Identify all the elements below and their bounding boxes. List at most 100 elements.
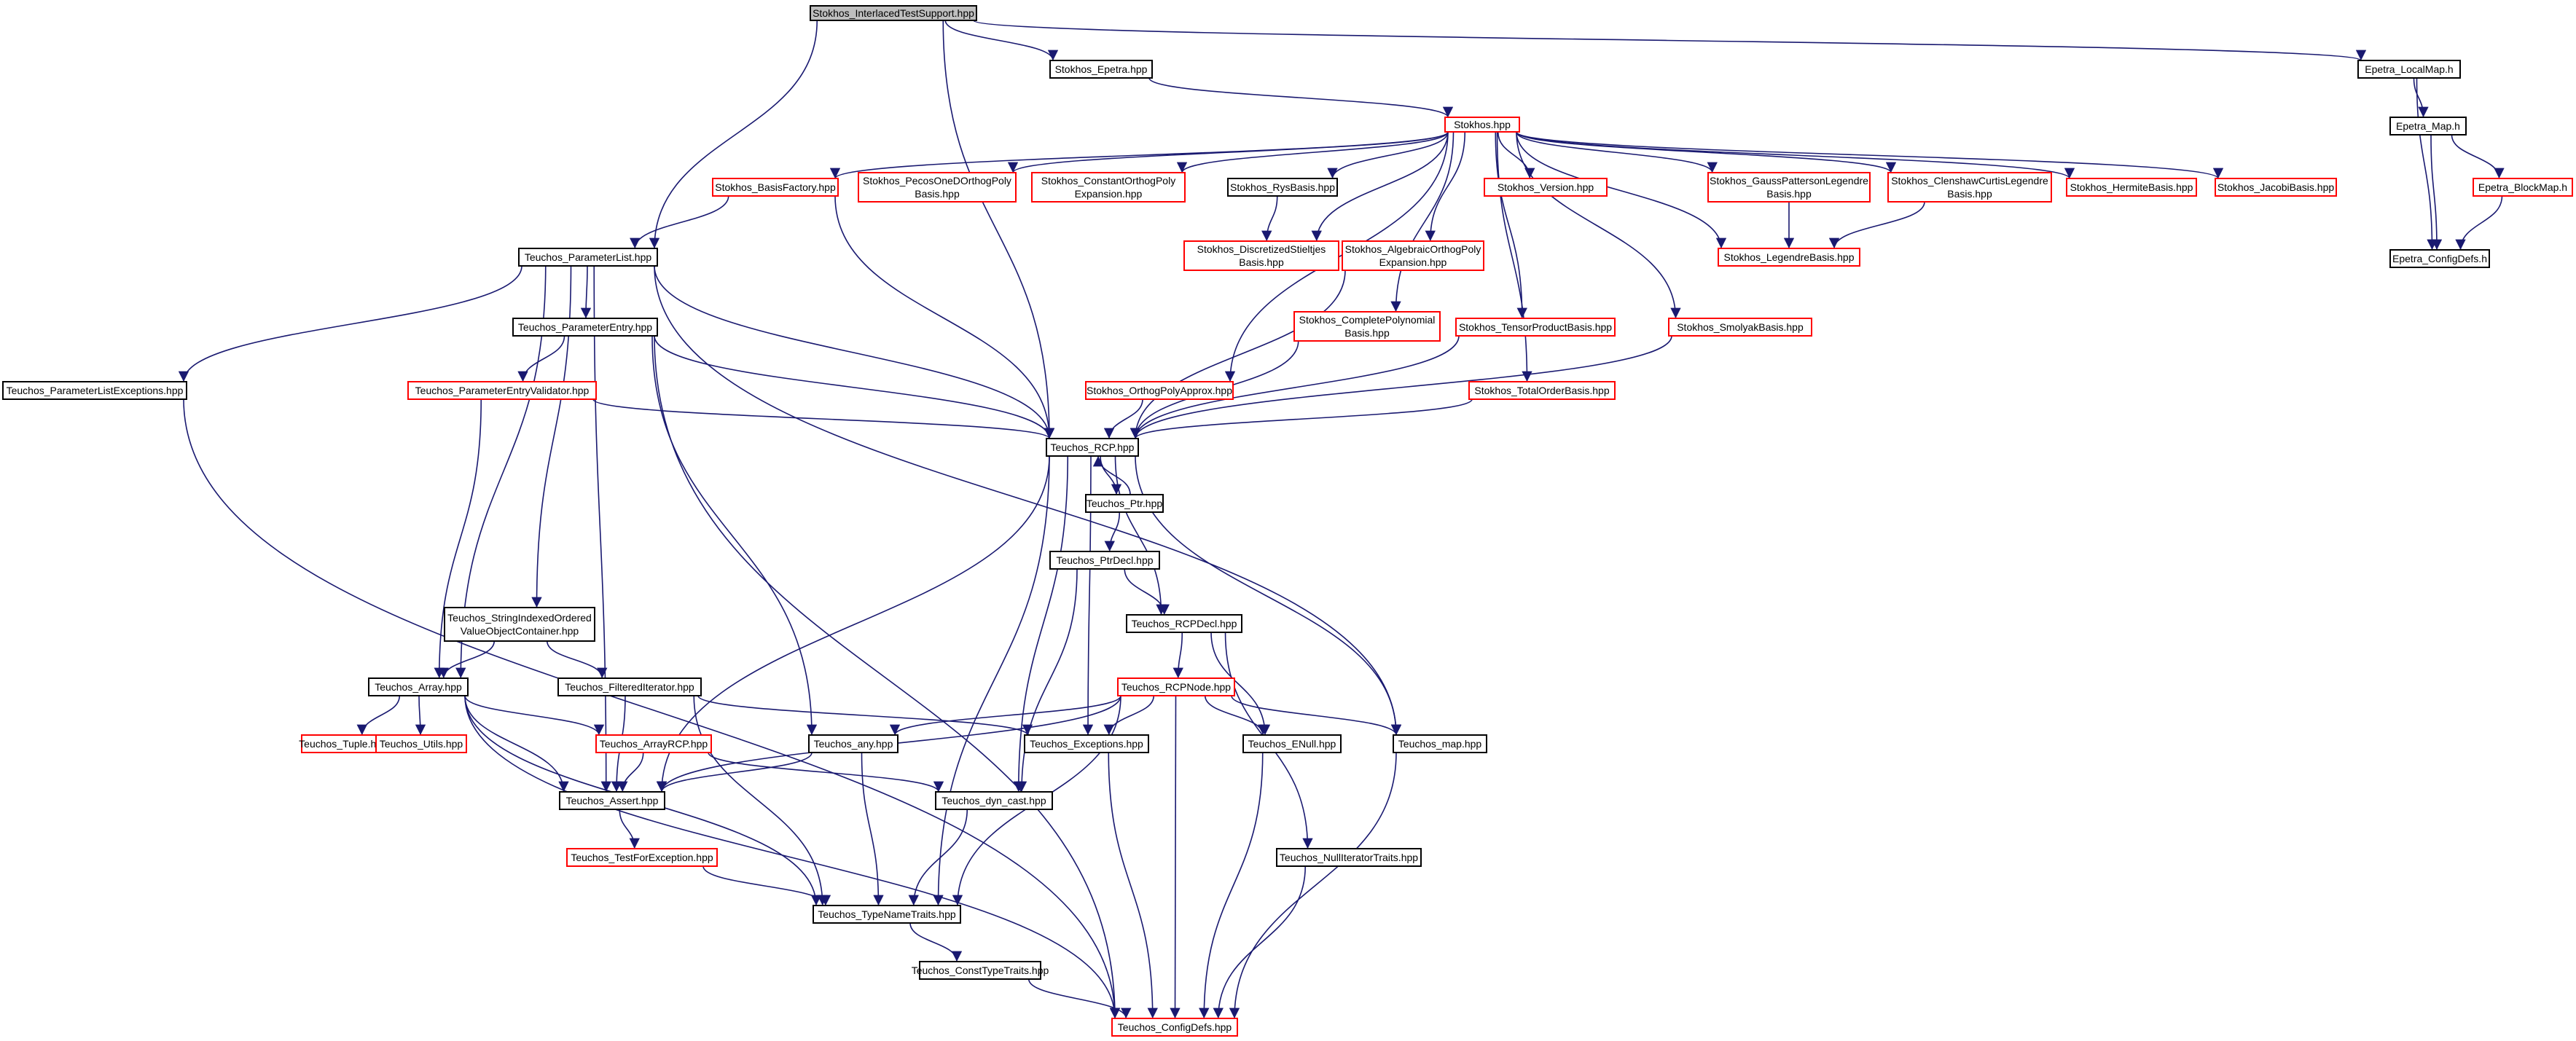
node-box[interactable] xyxy=(808,734,899,753)
node-consttype[interactable]: Teuchos_ConstTypeTraits.hpp xyxy=(912,961,1049,980)
node-paramentryval[interactable]: Teuchos_ParameterEntryValidator.hpp xyxy=(407,381,597,400)
node-box[interactable] xyxy=(1455,318,1616,337)
node-box[interactable] xyxy=(1276,848,1422,867)
node-box[interactable] xyxy=(407,381,597,400)
node-smolyak[interactable]: Stokhos_SmolyakBasis.hpp xyxy=(1668,318,1812,337)
node-rcp[interactable]: Teuchos_RCP.hpp xyxy=(1046,438,1139,457)
node-epetra_map[interactable]: Epetra_Map.h xyxy=(2389,117,2467,135)
node-box[interactable] xyxy=(1046,438,1139,457)
node-box[interactable] xyxy=(1049,551,1160,570)
node-basisfactory[interactable]: Stokhos_BasisFactory.hpp xyxy=(712,178,839,197)
node-box[interactable] xyxy=(810,5,977,21)
node-box[interactable] xyxy=(1707,172,1871,203)
node-box[interactable] xyxy=(712,178,839,197)
node-totalorder[interactable]: Stokhos_TotalOrderBasis.hpp xyxy=(1468,381,1616,400)
node-box[interactable] xyxy=(1183,240,1339,271)
node-map[interactable]: Teuchos_map.hpp xyxy=(1393,734,1487,753)
node-box[interactable] xyxy=(1024,734,1149,753)
node-stringindexed[interactable]: Teuchos_StringIndexedOrderedValueObjectC… xyxy=(444,607,595,642)
node-rys[interactable]: Stokhos_RysBasis.hpp xyxy=(1227,178,1338,197)
node-box[interactable] xyxy=(1468,381,1616,400)
node-enull[interactable]: Teuchos_ENull.hpp xyxy=(1242,734,1342,753)
node-box[interactable] xyxy=(1718,248,1860,267)
node-box[interactable] xyxy=(2357,60,2461,79)
node-box[interactable] xyxy=(2473,178,2573,197)
node-box[interactable] xyxy=(512,318,658,337)
node-epetra_blockmap[interactable]: Epetra_BlockMap.h xyxy=(2473,178,2573,197)
node-epetra_stk[interactable]: Stokhos_Epetra.hpp xyxy=(1049,60,1153,79)
node-legendre[interactable]: Stokhos_LegendreBasis.hpp xyxy=(1718,248,1860,267)
node-epetra_localmap[interactable]: Epetra_LocalMap.h xyxy=(2357,60,2461,79)
node-typename[interactable]: Teuchos_TypeNameTraits.hpp xyxy=(813,905,961,924)
node-box[interactable] xyxy=(2066,178,2197,197)
node-box[interactable] xyxy=(858,172,1017,203)
node-tuple[interactable]: Teuchos_Tuple.hpp xyxy=(299,734,388,753)
node-any[interactable]: Teuchos_any.hpp xyxy=(808,734,899,753)
node-box[interactable] xyxy=(368,677,469,696)
node-filterediter[interactable]: Teuchos_FilteredIterator.hpp xyxy=(557,677,702,696)
node-box[interactable] xyxy=(1085,494,1164,513)
node-box[interactable] xyxy=(1111,1018,1238,1037)
node-paramlistexc[interactable]: Teuchos_ParameterListExceptions.hpp xyxy=(2,381,187,400)
node-box[interactable] xyxy=(566,848,718,867)
node-exceptions[interactable]: Teuchos_Exceptions.hpp xyxy=(1024,734,1149,753)
node-testforexc[interactable]: Teuchos_TestForException.hpp xyxy=(566,848,718,867)
node-box[interactable] xyxy=(1049,60,1153,79)
node-dyncast[interactable]: Teuchos_dyn_cast.hpp xyxy=(935,791,1053,810)
node-box[interactable] xyxy=(1444,117,1520,133)
node-box[interactable] xyxy=(1293,311,1441,342)
node-box[interactable] xyxy=(1242,734,1342,753)
node-box[interactable] xyxy=(1085,381,1234,400)
node-box[interactable] xyxy=(1227,178,1338,197)
node-box[interactable] xyxy=(301,734,385,753)
node-orthapprox[interactable]: Stokhos_OrthogPolyApprox.hpp xyxy=(1085,381,1234,400)
node-box[interactable] xyxy=(813,905,961,924)
node-rcpdecl[interactable]: Teuchos_RCPDecl.hpp xyxy=(1126,614,1242,633)
node-jacobi[interactable]: Stokhos_JacobiBasis.hpp xyxy=(2215,178,2337,197)
node-box[interactable] xyxy=(1342,240,1484,271)
node-configdefs[interactable]: Teuchos_ConfigDefs.hpp xyxy=(1111,1018,1238,1037)
node-box[interactable] xyxy=(1887,172,2052,203)
node-box[interactable] xyxy=(557,677,702,696)
node-box[interactable] xyxy=(2215,178,2337,197)
node-nulliter[interactable]: Teuchos_NullIteratorTraits.hpp xyxy=(1276,848,1422,867)
node-box[interactable] xyxy=(1668,318,1812,337)
node-hermite[interactable]: Stokhos_HermiteBasis.hpp xyxy=(2066,178,2197,197)
node-box[interactable] xyxy=(1031,172,1186,203)
node-paramentry[interactable]: Teuchos_ParameterEntry.hpp xyxy=(512,318,658,337)
node-box[interactable] xyxy=(1484,178,1608,197)
node-box[interactable] xyxy=(559,791,665,810)
node-stokhos[interactable]: Stokhos.hpp xyxy=(1444,117,1520,133)
node-box[interactable] xyxy=(919,961,1041,980)
node-rcpnode[interactable]: Teuchos_RCPNode.hpp xyxy=(1117,677,1235,696)
node-arrayrcp[interactable]: Teuchos_ArrayRCP.hpp xyxy=(595,734,712,753)
node-box[interactable] xyxy=(1117,677,1235,696)
node-version[interactable]: Stokhos_Version.hpp xyxy=(1484,178,1608,197)
node-epetra_configdefs[interactable]: Epetra_ConfigDefs.h xyxy=(2389,249,2490,268)
node-box[interactable] xyxy=(595,734,712,753)
node-box[interactable] xyxy=(444,607,595,642)
node-ptr[interactable]: Teuchos_Ptr.hpp xyxy=(1085,494,1164,513)
node-box[interactable] xyxy=(1393,734,1487,753)
node-ptrdecl[interactable]: Teuchos_PtrDecl.hpp xyxy=(1049,551,1160,570)
node-tensorprod[interactable]: Stokhos_TensorProductBasis.hpp xyxy=(1455,318,1616,337)
node-box[interactable] xyxy=(935,791,1053,810)
node-utils[interactable]: Teuchos_Utils.hpp xyxy=(375,734,467,753)
node-box[interactable] xyxy=(2389,117,2467,135)
node-box[interactable] xyxy=(518,248,658,267)
node-root[interactable]: Stokhos_InterlacedTestSupport.hpp xyxy=(810,5,977,21)
node-box[interactable] xyxy=(375,734,467,753)
node-box[interactable] xyxy=(2,381,187,400)
node-paramlist[interactable]: Teuchos_ParameterList.hpp xyxy=(518,248,658,267)
node-box[interactable] xyxy=(1126,614,1242,633)
node-assert[interactable]: Teuchos_Assert.hpp xyxy=(559,791,665,810)
node-array[interactable]: Teuchos_Array.hpp xyxy=(368,677,469,696)
node-box[interactable] xyxy=(2389,249,2490,268)
